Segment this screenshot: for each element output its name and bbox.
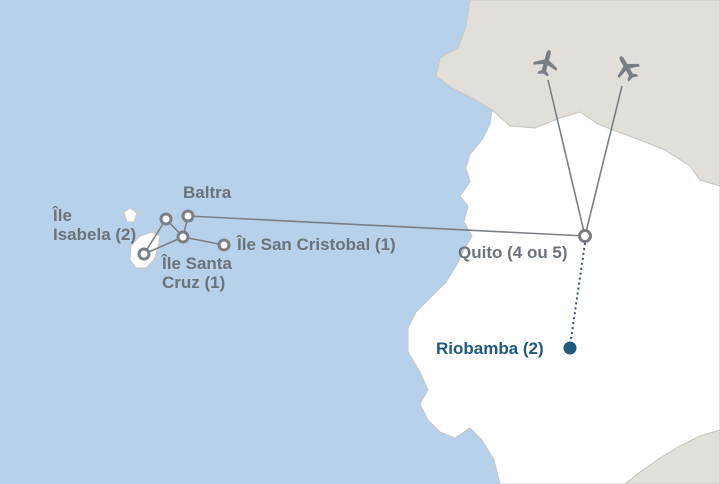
marker-san-cristobal [217,238,231,252]
route-quito-riobamba [569,242,586,347]
place-label-riobamba: Riobamba (2) [436,339,544,358]
route-isabela-north [143,218,167,255]
mainland [407,109,720,484]
flight-route-right [584,85,623,237]
marker-isabela [137,247,151,261]
marker-santa-cruz [176,230,190,244]
route-santacruz-sancristobal [182,236,225,246]
place-label-baltra: Baltra [183,183,232,202]
marker-quito [578,229,592,243]
marker-riobamba [563,341,577,355]
flight-route-left [547,79,586,237]
marker-baltra [181,209,195,223]
airplane-icon [533,50,558,77]
airplane-icon [617,56,640,82]
route-quito-baltra [187,215,586,237]
marker-isabela-north [159,212,173,226]
place-label-san-cristobal: Île San Cristobal (1) [237,235,396,254]
place-label-santa-cruz: Île Santa Cruz (1) [162,254,232,292]
place-label-quito: Quito (4 ou 5) [458,243,568,262]
island-north [123,207,138,223]
route-santacruz-isabela-b [143,236,184,255]
place-label-isabela: Île Isabela (2) [53,206,137,244]
